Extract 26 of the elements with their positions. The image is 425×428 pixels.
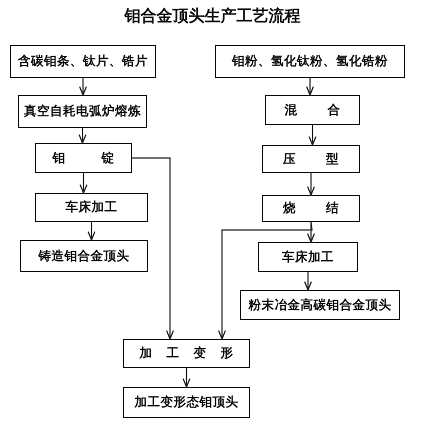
process-box: 真空自耗电弧炉熔炼 (18, 95, 147, 128)
process-box: 铸造钼合金顶头 (20, 240, 148, 272)
process-box: 含碳钼条、钛片、锆片 (10, 45, 156, 78)
process-box: 车床加工 (258, 242, 358, 272)
process-box: 加工变形 (123, 339, 250, 368)
title: 钼合金顶头生产工艺流程 (123, 6, 302, 27)
process-box: 钼粉、氢化钛粉、氢化锆粉 (215, 45, 405, 78)
arrow (307, 173, 315, 196)
arrow (132, 157, 174, 340)
arrow (308, 125, 316, 146)
process-box: 加工变形态钼顶头 (123, 387, 250, 418)
arrow (182, 368, 190, 388)
arrow (307, 222, 315, 243)
arrow (80, 173, 88, 194)
arrow (79, 78, 87, 96)
arrow (218, 222, 313, 340)
process-box: 混合 (265, 95, 360, 125)
process-box: 粉末冶金高碳钼合金顶头 (240, 290, 400, 320)
arrow (78, 128, 86, 144)
process-box: 钼锭 (35, 143, 132, 173)
process-box: 烧结 (262, 195, 360, 222)
arrow (304, 272, 312, 291)
arrow (306, 78, 314, 96)
process-box: 车床加工 (35, 193, 148, 222)
process-box: 压型 (262, 145, 360, 173)
arrow (88, 222, 96, 241)
